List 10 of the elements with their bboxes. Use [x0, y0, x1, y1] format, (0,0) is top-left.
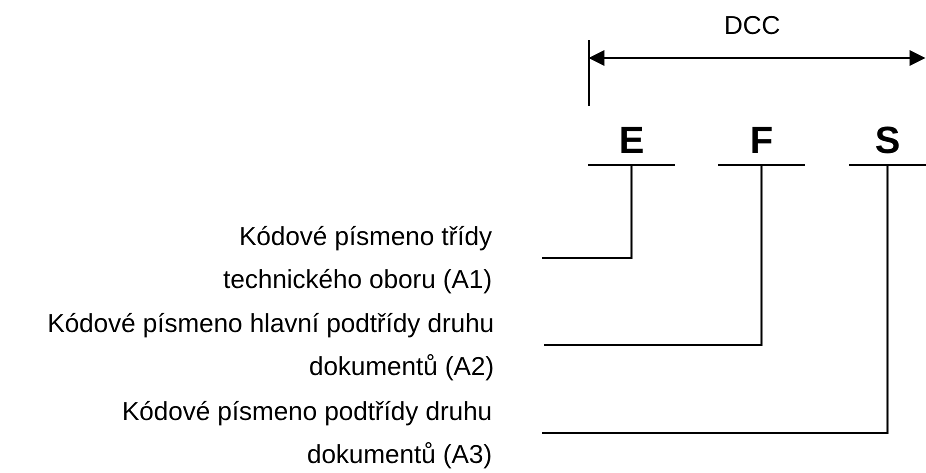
- code-letter: F: [718, 118, 805, 166]
- leader-line: [542, 166, 632, 259]
- leader-line: [542, 166, 888, 434]
- description-text: Kódové písmeno podtřídy druhu dokumentů (A3): [90, 390, 492, 473]
- description-text: Kódové písmeno hlavní podtřídy druhu dokumentů (A2): [0, 302, 494, 388]
- code-letter: E: [588, 118, 675, 166]
- code-letter: S: [849, 118, 926, 166]
- dimension-label: DCC: [724, 10, 780, 41]
- description-text: Kódové písmeno třídy technického oboru (A1): [130, 215, 492, 301]
- leader-line: [544, 166, 762, 346]
